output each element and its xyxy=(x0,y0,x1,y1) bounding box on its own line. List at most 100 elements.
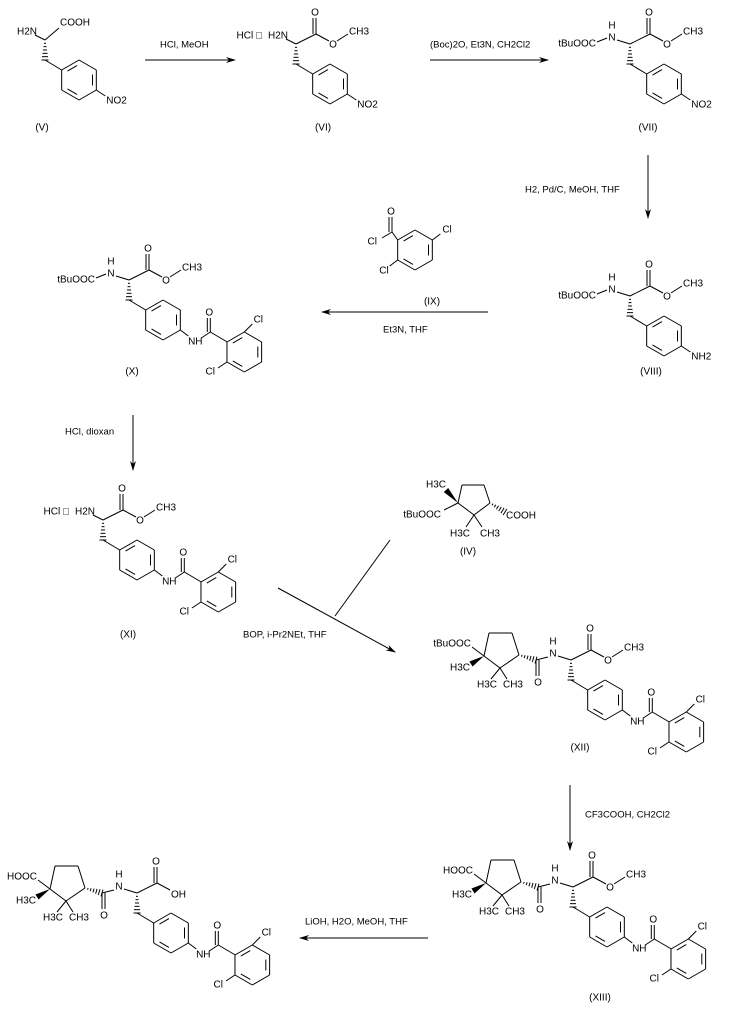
bond xyxy=(218,944,236,956)
chlorine-label: Cl xyxy=(442,225,451,236)
amide-oxygen-label: O xyxy=(179,548,187,559)
ring-bond xyxy=(153,912,172,924)
nh-hydrogen-label: H xyxy=(608,273,615,284)
bond xyxy=(670,33,683,42)
amine-label: H2N xyxy=(268,31,288,42)
ring-bond xyxy=(670,968,689,980)
boc-label: tBuOOC xyxy=(57,275,95,286)
chlorine-label: Cl xyxy=(262,928,271,939)
reaction-arrows xyxy=(130,57,651,941)
ester-oxygen-label: O xyxy=(663,40,671,51)
bond xyxy=(44,27,60,41)
ring-bond xyxy=(668,711,687,723)
ring-bond xyxy=(397,229,416,241)
bond xyxy=(559,882,574,888)
bond xyxy=(590,649,605,658)
ring-bond xyxy=(136,539,155,551)
ring-bond xyxy=(234,944,253,956)
methyl-label: CH3 xyxy=(503,680,523,691)
compound-label-X: (X) xyxy=(125,367,138,378)
amide-nh-label: NH xyxy=(196,950,210,961)
ring-bond xyxy=(663,345,682,357)
hashed-bond xyxy=(523,881,525,884)
compound-label-VIII: (VIII) xyxy=(640,367,662,378)
ring-inner-bond xyxy=(593,685,604,692)
bond xyxy=(629,285,651,297)
ester-oxygen-label: O xyxy=(606,883,614,894)
nitrogen-label: N xyxy=(608,285,615,296)
ring-bond xyxy=(646,93,665,105)
ring-bond xyxy=(663,63,682,75)
ring-inner-bond xyxy=(240,950,251,957)
bond xyxy=(499,667,508,680)
ring-inner-bond xyxy=(67,88,78,95)
bond xyxy=(136,912,154,924)
acyl-oxygen-label: O xyxy=(100,911,108,922)
bond xyxy=(315,33,330,42)
bond xyxy=(465,514,475,528)
bond xyxy=(148,269,163,278)
bond xyxy=(621,709,631,717)
bond xyxy=(471,646,485,657)
amine-label: H2N xyxy=(75,507,95,518)
hashed-bond xyxy=(498,506,502,512)
salt-label: HCl □ xyxy=(237,31,262,42)
compound-label-VI: (VI) xyxy=(315,123,331,134)
bond xyxy=(629,315,647,327)
amide-oxygen-label: O xyxy=(213,921,221,932)
chlorine-label: Cl xyxy=(180,607,189,618)
cyclopentane-bond xyxy=(483,632,490,657)
bond xyxy=(115,275,130,281)
bond xyxy=(687,930,697,940)
compound-label-XI: (XI) xyxy=(120,630,136,641)
bond xyxy=(122,509,137,518)
methyl-label: H3C xyxy=(43,913,63,924)
bond xyxy=(336,33,349,42)
ring-bond xyxy=(244,331,262,343)
bond xyxy=(629,63,647,75)
ring-inner-bond xyxy=(206,577,217,584)
ring-bond xyxy=(587,679,606,691)
bond xyxy=(391,231,399,241)
ring-bond xyxy=(244,361,262,373)
ring-bond xyxy=(646,63,665,75)
nitrogen-label: N xyxy=(608,33,615,44)
ester-oxygen-label: O xyxy=(136,516,144,527)
wedge-bond xyxy=(443,487,458,503)
bond xyxy=(347,93,357,101)
hashed-bond xyxy=(531,882,534,888)
bond xyxy=(128,269,150,281)
ring-inner-bond xyxy=(674,717,685,724)
reagent-step5: HCl, dioxan xyxy=(65,427,114,438)
hashed-bond xyxy=(100,889,104,897)
methyl-label: CH3 xyxy=(624,643,644,654)
bond xyxy=(136,882,158,894)
chlorine-label: Cl xyxy=(696,695,705,706)
ring-inner-bond xyxy=(676,967,687,974)
bond xyxy=(432,233,441,241)
ring-inner-bond xyxy=(652,344,663,351)
carboxylic-acid-label: COOH xyxy=(60,18,90,29)
carbonyl-oxygen-label: O xyxy=(311,8,319,19)
ring-bond xyxy=(646,315,665,327)
cyclopentane-bond xyxy=(473,502,491,516)
nitrogen-label: N xyxy=(549,649,556,660)
bond xyxy=(616,291,631,297)
ring-bond xyxy=(145,329,164,341)
ring-bond xyxy=(604,679,623,691)
ring-bond xyxy=(61,59,80,71)
acyl-oxygen-label: O xyxy=(536,905,544,916)
chlorine-label: Cl xyxy=(214,980,223,991)
bond xyxy=(175,571,185,579)
chlorine-label: Cl xyxy=(379,266,388,277)
methyl-label: CH3 xyxy=(349,27,369,38)
bond xyxy=(56,900,67,913)
ring-bond xyxy=(414,259,433,271)
ring-inner-bond xyxy=(240,973,251,980)
hashed-bond xyxy=(87,887,89,890)
ring-inner-bond xyxy=(595,935,606,942)
ring-inner-bond xyxy=(159,941,170,948)
cyclopentane-bond xyxy=(483,484,491,504)
